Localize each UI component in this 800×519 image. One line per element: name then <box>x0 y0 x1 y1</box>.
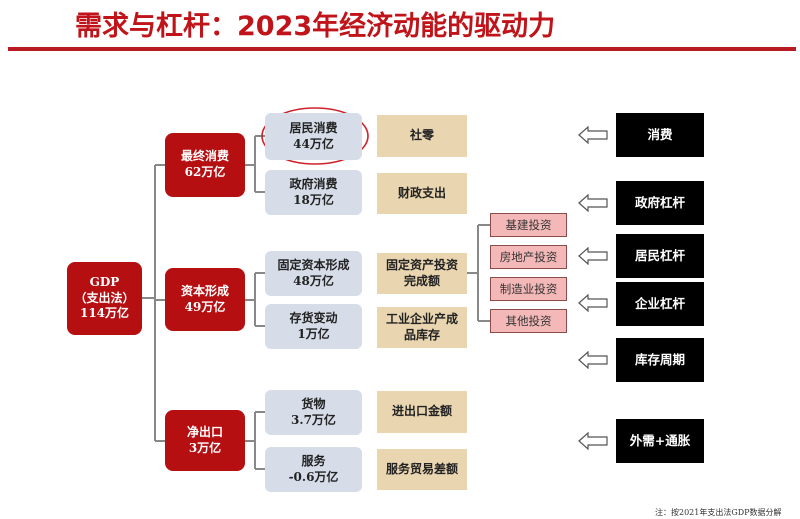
driver-household-leverage: 居民杠杆 <box>616 234 704 278</box>
gdp-method: （支出法） <box>74 290 135 305</box>
box-label: 最终消费 <box>180 149 229 164</box>
box-label: 政府消费 <box>289 176 338 191</box>
indicator-label: 固定资产投资 <box>385 257 458 272</box>
highlight-circle <box>261 107 369 165</box>
indicator-retail-sales: 社零 <box>377 115 467 157</box>
indicator-service-trade: 服务贸易差额 <box>377 449 467 490</box>
indicator-fixed-asset-investment: 固定资产投资完成额 <box>377 253 467 294</box>
box-label: 居民消费 <box>289 120 338 135</box>
box-value: 48万亿 <box>293 273 334 288</box>
gdp-label: GDP <box>89 275 120 290</box>
box-label: 服务 <box>301 453 326 468</box>
box-label: 存货变动 <box>289 310 338 325</box>
box-value: 3.7万亿 <box>291 412 336 427</box>
indicator-label: 进出口金额 <box>391 404 452 419</box>
indicator-inventory: 工业企业产成品库存 <box>377 307 467 348</box>
box-label: 资本形成 <box>180 283 229 298</box>
other-investment-box: 其他投资 <box>490 309 567 333</box>
manufacturing-investment-box: 制造业投资 <box>490 277 567 301</box>
left-arrow-icon <box>578 294 608 312</box>
driver-external-demand-inflation: 外需+通胀 <box>616 419 704 463</box>
box-value: 3万亿 <box>188 440 222 455</box>
box-label: 固定资本形成 <box>277 257 350 272</box>
indicator-label: 社零 <box>409 128 434 143</box>
footnote: 注：按2021年支出法GDP数据分解 <box>655 508 782 517</box>
box-value: 44万亿 <box>293 136 334 151</box>
box-value: 18万亿 <box>293 192 334 207</box>
indicator-fiscal-spending: 财政支出 <box>377 173 467 214</box>
driver-inventory-cycle: 库存周期 <box>616 338 704 382</box>
infrastructure-investment-box: 基建投资 <box>490 213 567 237</box>
title-divider <box>8 47 796 51</box>
indicator-label: 财政支出 <box>397 185 446 200</box>
gdp-box: GDP （支出法） 114万亿 <box>67 262 142 335</box>
indicator-label: 服务贸易差额 <box>385 461 458 476</box>
driver-consumption: 消费 <box>616 113 704 157</box>
services-box: 服务-0.6万亿 <box>265 447 362 492</box>
left-arrow-icon <box>578 247 608 265</box>
real-estate-investment-box: 房地产投资 <box>490 245 567 269</box>
box-value: -0.6万亿 <box>288 469 339 484</box>
gdp-value: 114万亿 <box>79 306 130 321</box>
indicator-label: 品库存 <box>403 327 440 342</box>
slide-title: 需求与杠杆：2023年经济动能的驱动力 <box>75 11 556 42</box>
left-arrow-icon <box>578 194 608 212</box>
driver-government-leverage: 政府杠杆 <box>616 181 704 225</box>
indicator-label: 完成额 <box>403 273 440 288</box>
indicator-trade-value: 进出口金额 <box>377 391 467 433</box>
left-arrow-icon <box>578 351 608 369</box>
box-value: 49万亿 <box>184 299 226 314</box>
left-arrow-icon <box>578 432 608 450</box>
box-label: 货物 <box>301 396 326 411</box>
box-value: 62万亿 <box>184 165 226 179</box>
driver-corporate-leverage: 企业杠杆 <box>616 282 704 326</box>
box-value: 1万亿 <box>297 326 330 341</box>
left-arrow-icon <box>578 126 608 144</box>
box-label: 净出口 <box>186 424 223 439</box>
indicator-label: 工业企业产成 <box>385 311 458 326</box>
